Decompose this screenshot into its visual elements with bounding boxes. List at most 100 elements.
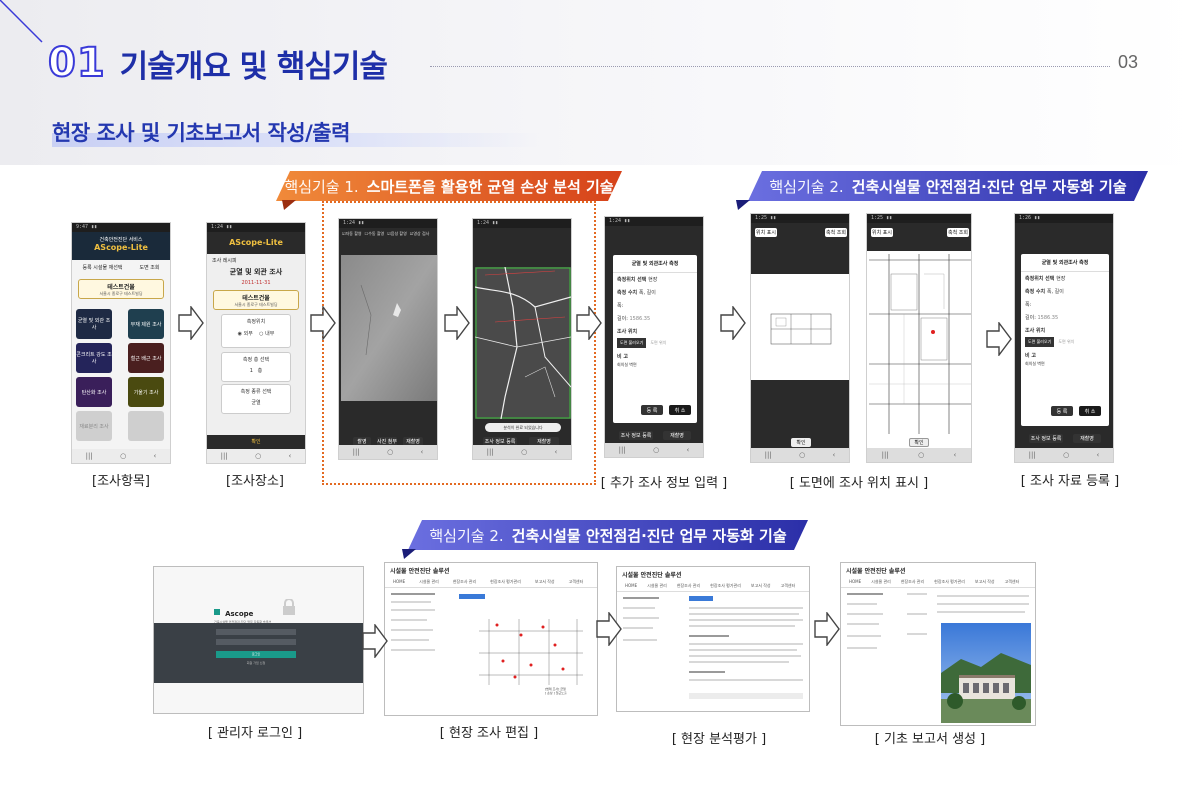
tile-member-survey[interactable]: 부재 제원 조사 [128,309,164,339]
chk-voice[interactable]: ☑음성 촬영 [387,231,407,236]
login-panel: 로그인 회원 가입 신청 [154,623,363,683]
banner-tech1-text: 스마트폰을 활용한 균열 손상 분석 기술 [366,177,614,196]
banner-tech2-top-label: 핵심기술 2. [769,177,844,196]
arrow-right-icon [444,306,470,340]
p5-location-select[interactable]: 현장 [648,277,658,283]
title-text: 기술개요 및 핵심기술 [119,48,388,85]
phone2-building-card: 테스트건물 서울시 종로구 테스트빌딩 [213,290,299,310]
caption-admin-login: [ 관리자 로그인 ] [207,726,303,741]
chk-auto[interactable]: ☑자동 촬영 [342,231,362,236]
p5-ok-button[interactable]: 등 록 [641,405,663,415]
phone-plan-view: 1:25 ▮▮ 위치 표시 축척 조회 확인 |||○‹ [750,213,850,463]
p5-length-field[interactable]: 길이: 1586.35 [617,316,651,322]
radio-outside[interactable]: ◉ 외부 [237,331,253,337]
ascope-logo-icon [214,608,220,615]
p6-floor-plan [751,274,849,380]
subtitle: 현장 조사 및 기초보고서 작성/출력 [52,121,350,145]
edit-legend: [범례 조사] 균열 [ 손상 ] 철근노출 [545,687,567,695]
section-number: 01 [47,39,106,87]
tile-carbonation-survey[interactable]: 탄산화 조사 [76,377,112,407]
p8-memo-field[interactable]: 회의실 벽면 [1025,361,1045,366]
register-dialog: 균열 및 외관조사 측정 측정위치 선택 현장 측정 수치 폭, 길이 폭: 길… [1021,254,1109,426]
phone7-navbar: |||○‹ [867,448,971,462]
p8-load-plan-button[interactable]: 도면 불러오기 [1025,337,1055,347]
arrow-right-icon [310,306,336,340]
retake-button[interactable]: 재촬영 [403,437,423,446]
banner-tech2-bottom-tail [402,549,416,559]
extra-info-dialog: 균열 및 외관조사 측정 측정위치 선택 현장 측정 수치 폭, 길이 폭: 길… [613,255,697,423]
chk-manual[interactable]: ☐수동 촬영 [364,231,385,236]
p8-cancel-button[interactable]: 취 소 [1079,406,1101,416]
p6-confirm-button[interactable]: 확인 [791,438,811,447]
subtitle-highlight [52,133,540,147]
tile-rebar-survey[interactable]: 철근 배근 조사 [128,343,164,373]
lock-icon [283,599,295,615]
phone2-type-box: 측정 종류 선택 균열 [221,384,291,414]
floor-value[interactable]: 1 [249,368,253,374]
p5-cancel-button[interactable]: 취 소 [669,405,691,415]
banner-tech2-top-tail [736,200,750,210]
tech1-highlight-frame [322,201,596,485]
arrow-right-icon [814,612,840,646]
p8-ok-button[interactable]: 등 록 [1051,406,1073,416]
p7-mark-button[interactable]: 위치 표시 [871,228,893,237]
phone-extra-info: 1:24 ▮▮ 균열 및 외관조사 측정 측정위치 선택 현장 측정 수치 폭,… [604,216,704,458]
phone1-tab-reselect[interactable]: 등록 시설물 재선택 [82,265,123,271]
capture-button[interactable]: 촬영 [353,437,371,446]
p8-location-select[interactable]: 현장 [1056,276,1066,282]
phone2-navbar: |||○‹ [207,449,305,463]
banner-tech2-top-text: 건축시설물 안전점검·진단 업무 자동화 기술 [851,177,1127,196]
p5-register-info-button[interactable]: 조사 정보 등록 [619,431,653,440]
arrow-right-icon [986,322,1012,356]
caption-field-evaluation: [ 현장 분석평가 ] [671,732,767,747]
arrow-right-icon [720,306,746,340]
phone3-navbar: |||○‹ [339,445,437,459]
page-number: 03 [1118,52,1139,72]
concrete-photo [341,255,437,401]
eval-tab-active[interactable] [689,596,713,601]
caption-survey-location: [조사장소] [226,474,284,489]
p5-retake-button[interactable]: 재촬영 [663,431,691,440]
login-id-input[interactable] [216,629,296,635]
banner-tech2-bottom-label: 핵심기술 2. [429,526,504,545]
edit-floor-plan [479,619,583,685]
type-select[interactable]: 균열 [251,400,261,406]
p8-retake-button[interactable]: 재촬영 [1073,434,1101,443]
register-link[interactable]: 회원 가입 신청 [246,661,266,665]
phone1-building-card[interactable]: 테스트건물 서울시 종로구 테스트빌딩 [78,279,164,299]
phone1-navbar: |||○‹ [72,449,170,463]
p8-register-info-button[interactable]: 조사 정보 등록 [1029,434,1063,443]
caption-survey-items: [조사항목] [92,474,150,489]
corner-decoration [0,0,43,43]
p5-memo-field[interactable]: 회의실 벽면 [617,362,637,367]
p7-confirm-button[interactable]: 확인 [909,438,929,447]
p8-width-field[interactable]: 폭: [1025,302,1032,308]
p6-mark-button[interactable]: 위치 표시 [755,228,777,237]
register-info-button[interactable]: 조사 정보 등록 [483,437,517,446]
edit-tab-active[interactable] [459,594,485,599]
retake-button-2[interactable]: 재촬영 [529,437,559,446]
banner-tech1: 핵심기술 1. 스마트폰을 활용한 균열 손상 분석 기술 [276,171,622,201]
chk-video[interactable]: ☑영상 검사 [409,231,430,236]
login-password-input[interactable] [216,639,296,645]
phone2-confirm-button[interactable]: 확인 [207,435,305,449]
radio-inside[interactable]: ○ 내부 [259,331,275,337]
phone1-tab-plan[interactable]: 도면 조회 [139,265,160,271]
login-button[interactable]: 로그인 [216,651,296,658]
tile-concrete-survey[interactable]: 콘크리트 강도 조사 [76,343,112,373]
p5-load-plan-button[interactable]: 도면 불러오기 [617,338,647,348]
p7-scale-button[interactable]: 축척 조회 [947,228,969,237]
tile-tilt-survey[interactable]: 기울기 조사 [128,377,164,407]
report-app-title: 시설물 안전진단 솔루션 [846,568,906,575]
p8-length-field[interactable]: 길이: 1586.35 [1025,315,1059,321]
tile-segregation-survey[interactable]: 재료분리 조사 [76,411,112,441]
p6-scale-button[interactable]: 축척 조회 [825,228,847,237]
tile-crack-survey[interactable]: 균열 및 외관 조사 [76,309,112,339]
p5-width-field[interactable]: 폭: [617,303,624,309]
phone2-back[interactable]: 조사 레시피 [212,258,237,264]
attach-photo-button[interactable]: 사진 첨부 [377,437,397,446]
edit-app-title: 시설물 안전진단 솔루션 [390,568,450,575]
phone5-navbar: |||○‹ [605,443,703,457]
arrow-right-icon [178,306,204,340]
